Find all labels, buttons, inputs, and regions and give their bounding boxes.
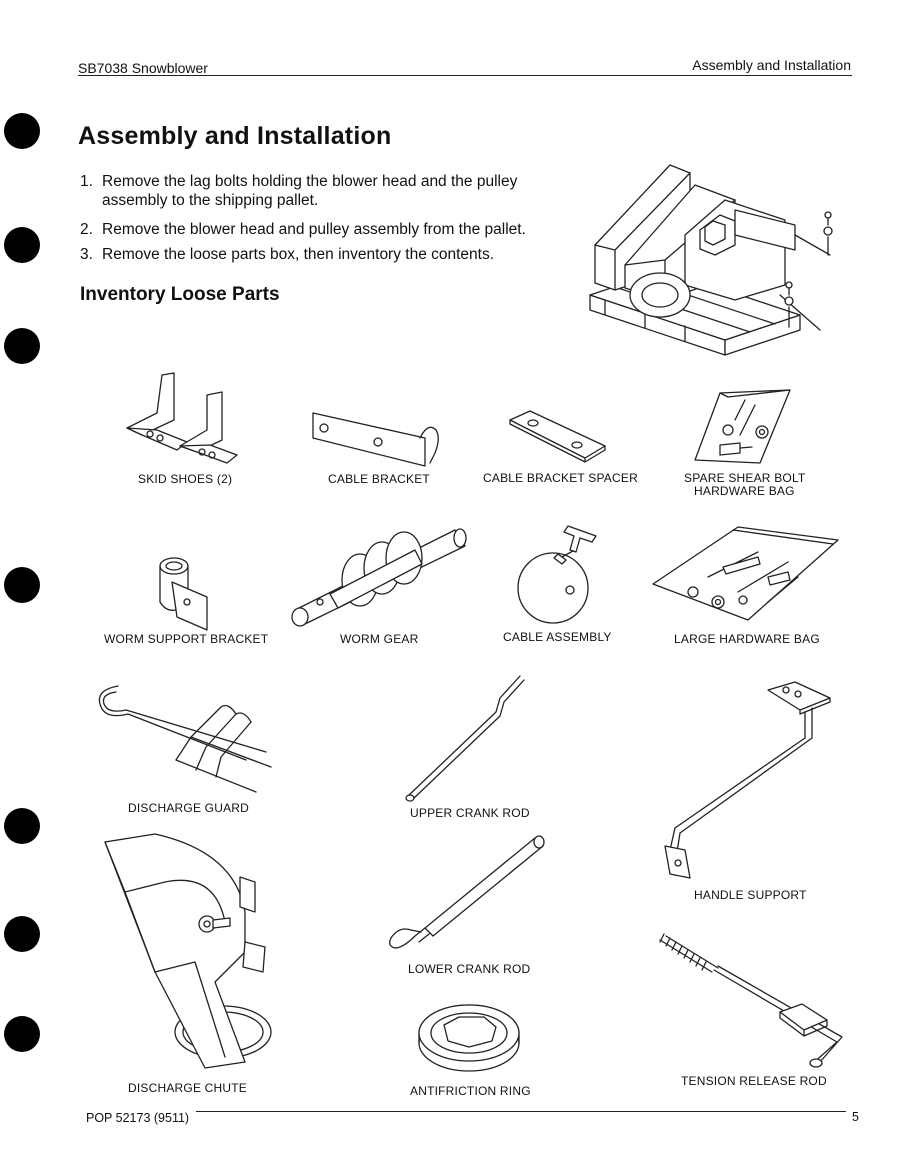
skid-shoes-illustration bbox=[122, 370, 247, 465]
caption-discharge-chute: DISCHARGE CHUTE bbox=[128, 1081, 248, 1095]
large-hardware-bag-illustration bbox=[648, 522, 840, 622]
pallet-illustration bbox=[585, 155, 845, 360]
step-text: Remove the blower head and pulley assemb… bbox=[102, 221, 526, 238]
caption-skid-shoes: SKID SHOES (2) bbox=[138, 472, 233, 486]
step-number: 2. bbox=[80, 221, 93, 238]
cable-bracket-spacer-illustration bbox=[505, 408, 610, 463]
handle-support-illustration bbox=[660, 678, 840, 883]
caption-lower-crank-rod: LOWER CRANK ROD bbox=[408, 962, 531, 976]
tension-release-rod-illustration bbox=[652, 932, 847, 1072]
antifriction-ring-illustration bbox=[414, 995, 524, 1075]
cable-bracket-illustration bbox=[310, 408, 445, 470]
caption-spare-shear-bolt-2: HARDWARE BAG bbox=[694, 484, 795, 498]
binder-hole bbox=[4, 227, 40, 263]
caption-cable-bracket-spacer: CABLE BRACKET SPACER bbox=[483, 471, 638, 485]
caption-handle-support: HANDLE SUPPORT bbox=[694, 888, 807, 902]
binder-hole bbox=[4, 113, 40, 149]
page-title: Assembly and Installation bbox=[78, 122, 392, 150]
header-left: SB7038 Snowblower bbox=[78, 60, 208, 76]
caption-antifriction-ring: ANTIFRICTION RING bbox=[410, 1084, 531, 1098]
caption-spare-shear-bolt-1: SPARE SHEAR BOLT bbox=[684, 471, 806, 485]
cable-assembly-illustration bbox=[508, 518, 608, 626]
step-text: Remove the loose parts box, then invento… bbox=[102, 246, 495, 263]
caption-cable-assembly: CABLE ASSEMBLY bbox=[503, 630, 612, 644]
step-2: 2. Remove the blower head and pulley asse… bbox=[80, 220, 580, 239]
step-text: Remove the lag bolts holding the blower … bbox=[102, 173, 518, 209]
caption-discharge-guard: DISCHARGE GUARD bbox=[128, 801, 250, 815]
binder-hole bbox=[4, 916, 40, 952]
footer-rule bbox=[196, 1111, 846, 1112]
step-number: 1. bbox=[80, 173, 93, 190]
binder-hole bbox=[4, 1016, 40, 1052]
caption-upper-crank-rod: UPPER CRANK ROD bbox=[410, 806, 530, 820]
caption-cable-bracket: CABLE BRACKET bbox=[328, 472, 430, 486]
step-3: 3. Remove the loose parts box, then inven… bbox=[80, 245, 580, 264]
discharge-guard-illustration bbox=[96, 682, 276, 797]
subsection-title: Inventory Loose Parts bbox=[80, 284, 280, 305]
caption-large-hardware-bag: LARGE HARDWARE BAG bbox=[674, 632, 820, 646]
caption-worm-support-bracket: WORM SUPPORT BRACKET bbox=[104, 632, 269, 646]
worm-gear-illustration bbox=[290, 522, 470, 627]
header-rule bbox=[78, 75, 852, 76]
spare-shear-bolt-bag-illustration bbox=[690, 385, 795, 465]
page-number: 5 bbox=[852, 1110, 859, 1124]
binder-hole bbox=[4, 567, 40, 603]
upper-crank-rod-illustration bbox=[400, 672, 530, 807]
discharge-chute-illustration bbox=[95, 832, 285, 1070]
header-right: Assembly and Installation bbox=[692, 57, 851, 73]
lower-crank-rod-illustration bbox=[385, 828, 550, 958]
step-1: 1. Remove the lag bolts holding the blowe… bbox=[80, 172, 580, 210]
footer-left: POP 52173 (9511) bbox=[86, 1111, 190, 1125]
worm-support-bracket-illustration bbox=[152, 552, 212, 632]
step-number: 3. bbox=[80, 246, 93, 263]
caption-worm-gear: WORM GEAR bbox=[340, 632, 419, 646]
binder-hole bbox=[4, 328, 40, 364]
caption-tension-release-rod: TENSION RELEASE ROD bbox=[681, 1074, 827, 1088]
binder-hole bbox=[4, 808, 40, 844]
